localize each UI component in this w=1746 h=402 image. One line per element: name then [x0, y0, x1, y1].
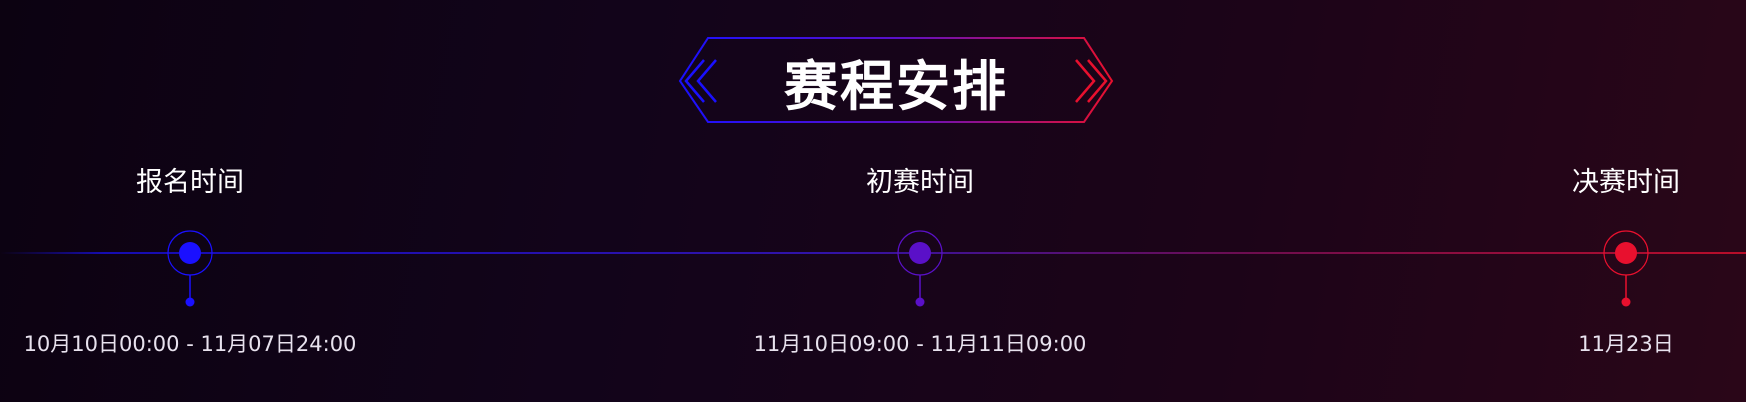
timeline-node-final: [1603, 230, 1649, 307]
left-chevron-icon: [684, 59, 717, 103]
stage-date-preliminary: 11月10日09:00 - 11月11日09:00: [753, 332, 1087, 356]
stage-label-signup: 报名时间: [136, 167, 244, 198]
timeline-node-preliminary: [897, 230, 943, 307]
timeline-node-signup: [167, 230, 213, 307]
stage-label-preliminary: 初赛时间: [866, 167, 974, 198]
stage-date-final: 11月23日: [1578, 332, 1674, 356]
stage-date-signup: 10月10日00:00 - 11月07日24:00: [23, 332, 357, 356]
section-title: 赛程安排: [676, 36, 1116, 126]
stage-label-final: 决赛时间: [1572, 167, 1680, 198]
right-chevron-icon: [1075, 59, 1108, 103]
title-frame: [678, 37, 1114, 123]
page-title: 赛程安排: [784, 53, 1008, 118]
